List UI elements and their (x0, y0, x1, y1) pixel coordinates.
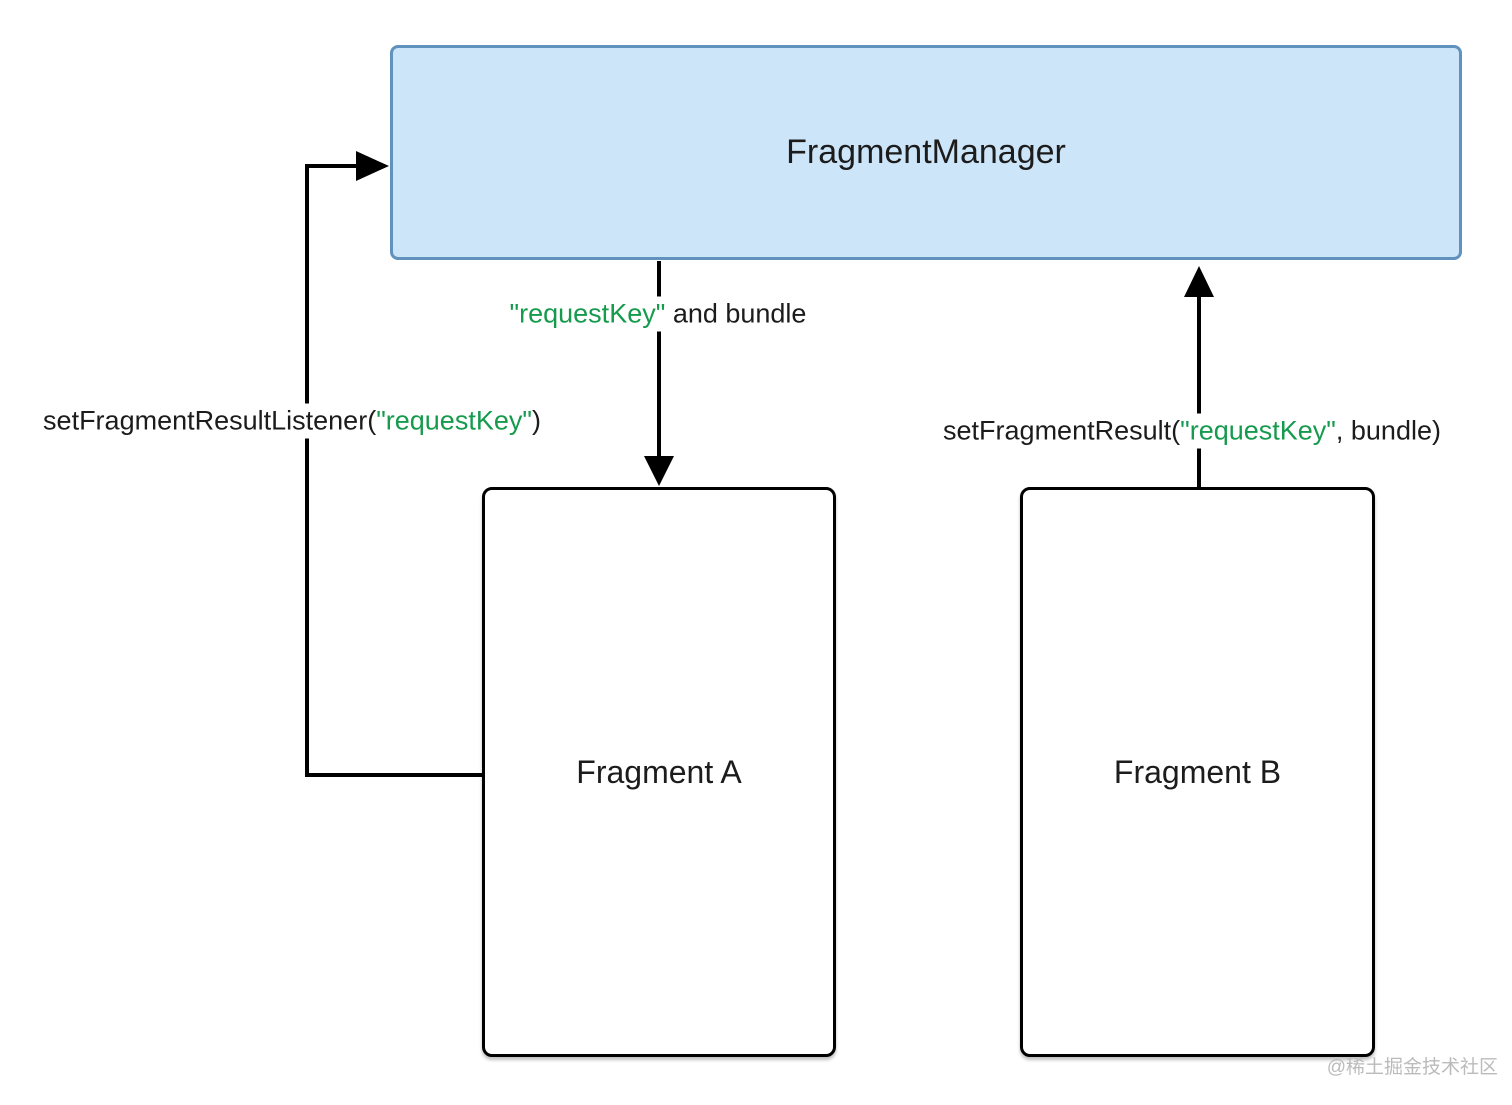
listener-arrow-label: setFragmentResultListener("requestKey") (35, 403, 549, 439)
listener-label-prefix: setFragmentResultListener( (43, 405, 377, 436)
listener-arrow-line (305, 164, 482, 777)
request-arrowhead (644, 456, 674, 486)
result-arrow-label: setFragmentResult("requestKey", bundle) (935, 413, 1449, 449)
request-arrow-label: "requestKey" and bundle (501, 296, 815, 332)
fragment-manager-box: FragmentManager (390, 45, 1462, 260)
watermark: @稀土掘金技术社区 (1326, 1057, 1498, 1078)
fragment-a-box: Fragment A (482, 487, 836, 1057)
request-label-suffix: and bundle (665, 298, 807, 329)
listener-label-key: "requestKey" (376, 405, 532, 436)
fragment-b-box: Fragment B (1020, 487, 1375, 1057)
request-label-key: "requestKey" (509, 298, 666, 329)
fragment-a-label: Fragment A (576, 753, 742, 790)
fragment-manager-label: FragmentManager (786, 133, 1066, 171)
fragment-b-label: Fragment B (1113, 753, 1282, 790)
result-label-suffix: , bundle) (1335, 415, 1441, 446)
result-arrowhead (1184, 266, 1214, 297)
result-label-prefix: setFragmentResult( (943, 415, 1181, 446)
listener-arrowhead (356, 151, 389, 181)
listener-label-suffix: ) (531, 405, 541, 436)
result-label-key: "requestKey" (1180, 415, 1336, 446)
